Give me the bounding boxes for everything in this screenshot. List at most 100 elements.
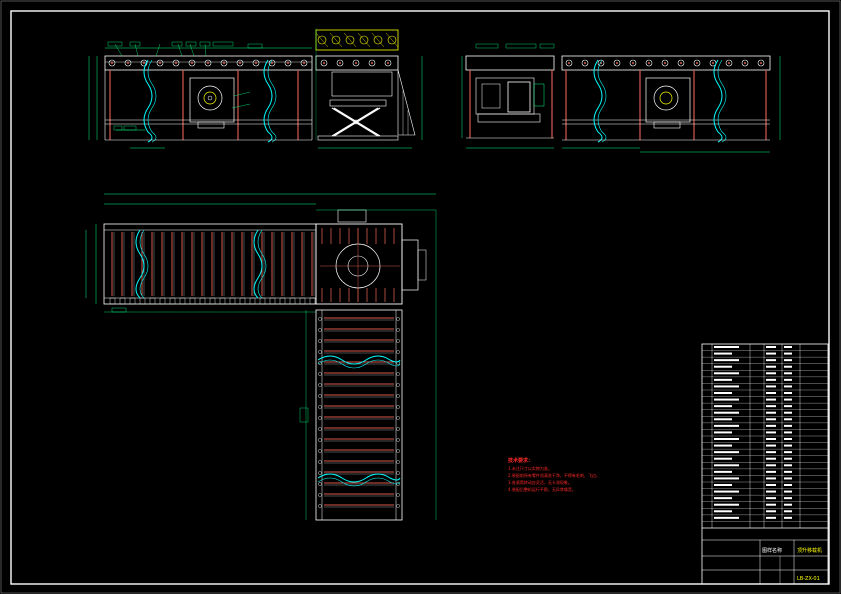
- bom-row-text: [714, 346, 739, 348]
- roller-axle: [303, 62, 305, 64]
- bom-row-text: [784, 411, 792, 414]
- roller-bracket: [199, 297, 206, 305]
- roller-end: [318, 460, 322, 464]
- roller-end: [318, 350, 322, 354]
- lift-view: [315, 28, 423, 149]
- bom-row-text: [714, 457, 732, 460]
- roller-end: [220, 59, 228, 67]
- bom-row-text: [766, 431, 776, 434]
- title-block-title: 图样名称: [762, 547, 782, 554]
- roller-end: [318, 317, 322, 321]
- lift-top-wheel: [345, 35, 355, 45]
- bom-row-text: [714, 411, 739, 414]
- roller-axle: [111, 62, 113, 64]
- roller-end: [204, 59, 212, 67]
- bom-row-text: [766, 359, 776, 362]
- roller-end: [318, 493, 322, 497]
- roller-end: [336, 59, 344, 67]
- bom-row-text: [766, 457, 776, 460]
- bom-row-text: [714, 484, 732, 486]
- roller-end: [124, 59, 132, 67]
- roller-axle: [159, 62, 161, 64]
- bom-row-text: [784, 451, 792, 454]
- bom-row-text: [784, 516, 792, 519]
- roller-axle: [728, 62, 730, 64]
- roller-end: [396, 504, 400, 508]
- roller-bracket: [149, 297, 156, 305]
- roller-axle: [207, 62, 209, 64]
- bom-row-text: [766, 411, 776, 414]
- bom-row-text: [784, 484, 792, 486]
- bom-row-text: [766, 424, 776, 427]
- bom-row-text: [784, 418, 792, 421]
- lift-top-hatch: [329, 32, 343, 48]
- roller-axle: [664, 62, 666, 64]
- title-block-subtitle: 顶升移载机: [797, 547, 822, 554]
- roller-axle: [323, 62, 325, 64]
- lift-top-hatch: [385, 32, 399, 48]
- bom-row-text: [784, 398, 792, 401]
- bom-row-text: [784, 378, 792, 381]
- roller-end: [318, 471, 322, 475]
- bom-row-text: [714, 372, 739, 375]
- roller-axle: [387, 62, 389, 64]
- bom-row-text: [714, 431, 732, 434]
- roller-end: [318, 361, 322, 365]
- roller-end: [252, 59, 260, 67]
- roller-end: [396, 339, 400, 343]
- technical-notes-heading: 技术要求：: [508, 458, 534, 464]
- roller-end: [384, 59, 392, 67]
- roller-end: [396, 317, 400, 321]
- roller-bracket: [219, 297, 226, 305]
- drawing-border: [10, 10, 830, 585]
- roller-end: [156, 59, 164, 67]
- lift-top-wheel: [317, 35, 327, 45]
- lift-top-hatch: [343, 32, 357, 48]
- roller-end: [396, 350, 400, 354]
- lift-top-wheel: [373, 35, 383, 45]
- roller-bracket: [129, 297, 136, 305]
- bom-row-text: [714, 516, 739, 519]
- roller-end: [565, 59, 573, 67]
- bom-row-text: [714, 365, 732, 368]
- bom-row-text: [784, 405, 792, 408]
- roller-end: [693, 59, 701, 67]
- bom-row-text: [784, 385, 792, 388]
- roller-end: [396, 416, 400, 420]
- roller-end: [318, 427, 322, 431]
- lift-top-wheel: [331, 35, 341, 45]
- roller-end: [284, 59, 292, 67]
- roller-end: [677, 59, 685, 67]
- bom-row-text: [784, 392, 792, 394]
- bom-row-text: [714, 438, 739, 440]
- bom-row-text: [714, 418, 732, 421]
- roller-axle: [584, 62, 586, 64]
- roller-end: [300, 59, 308, 67]
- bom-row-text: [784, 438, 792, 440]
- roller-end: [581, 59, 589, 67]
- roller-axle: [191, 62, 193, 64]
- roller-axle: [568, 62, 570, 64]
- bom-row-text: [766, 392, 776, 394]
- bom-row-text: [766, 497, 776, 500]
- roller-bracket: [249, 297, 256, 305]
- plan-view-vertical: [299, 309, 403, 521]
- roller-bracket: [189, 297, 196, 305]
- side-view: [461, 43, 555, 149]
- roller-axle: [287, 62, 289, 64]
- roller-end: [140, 59, 148, 67]
- roller-end: [597, 59, 605, 67]
- roller-end: [172, 59, 180, 67]
- lift-top-hatch: [371, 32, 385, 48]
- roller-end: [368, 59, 376, 67]
- bom-row-text: [784, 470, 792, 473]
- bom-row-text: [766, 464, 776, 467]
- roller-axle: [127, 62, 129, 64]
- roller-end: [725, 59, 733, 67]
- bom-row-text: [784, 444, 792, 447]
- bom-row-text: [766, 510, 776, 513]
- roller-axle: [175, 62, 177, 64]
- bom-row-text: [766, 438, 776, 440]
- roller-end: [741, 59, 749, 67]
